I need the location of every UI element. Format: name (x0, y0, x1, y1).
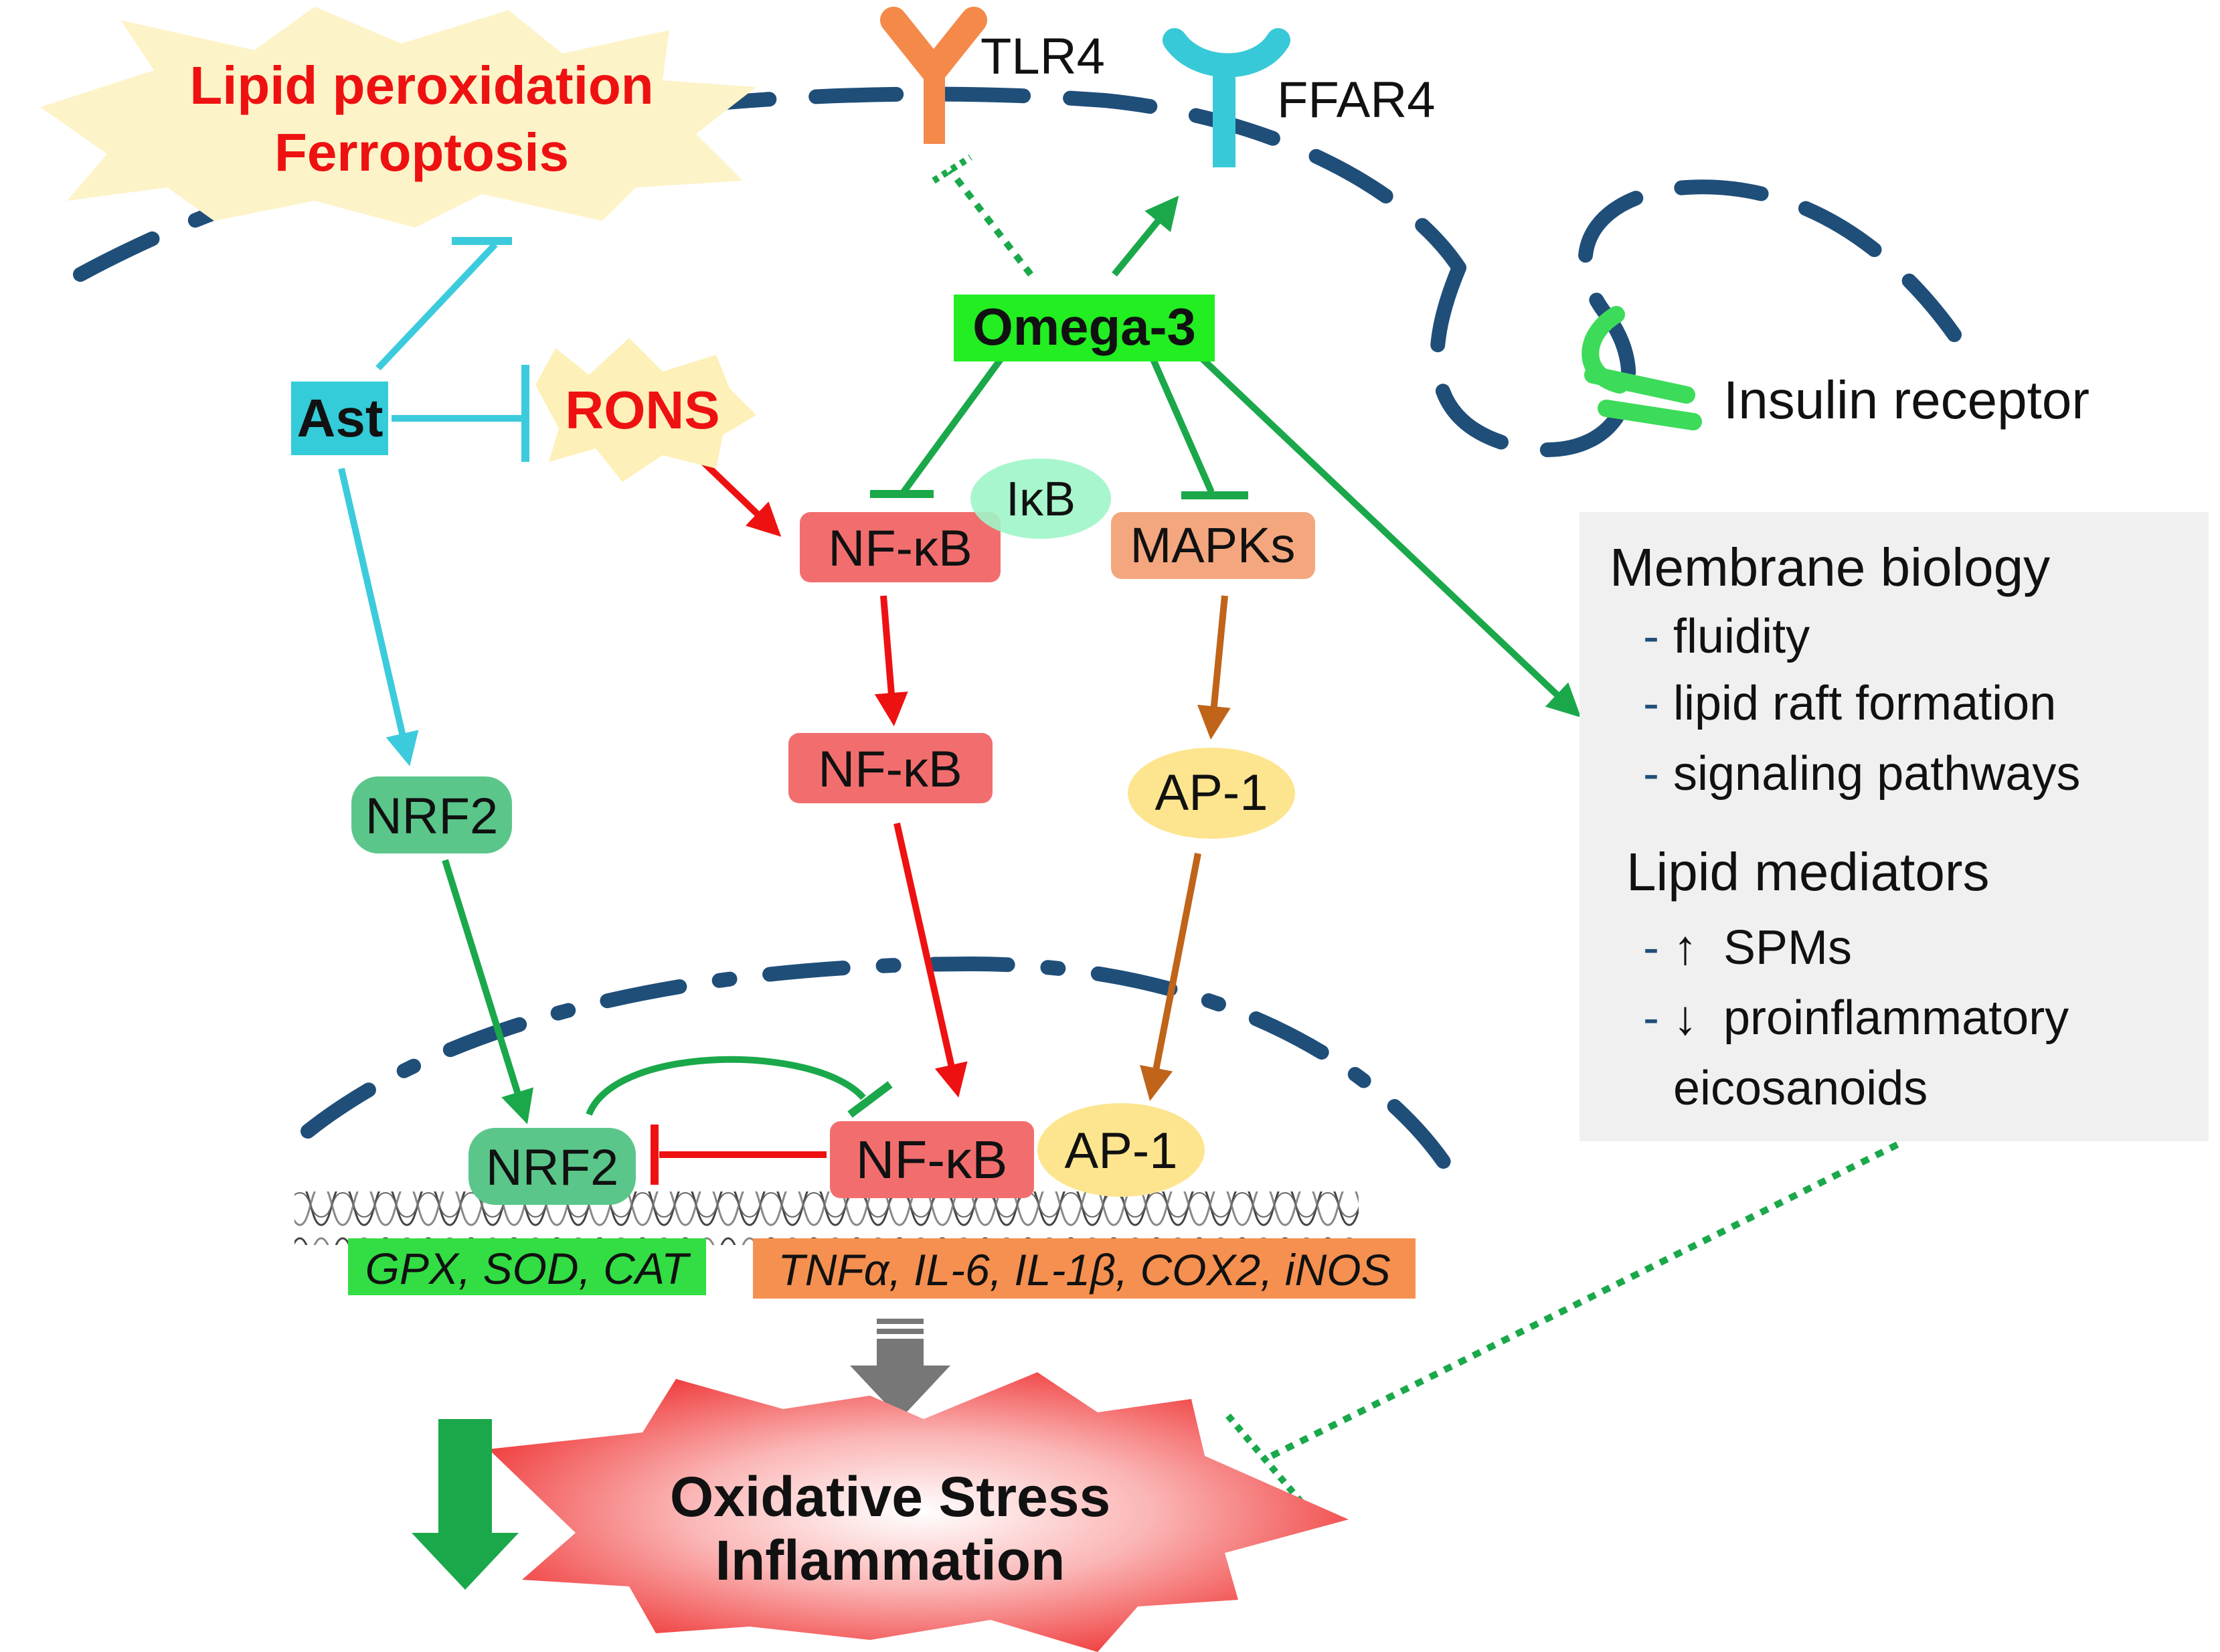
nrf2-nfkb-inhibit-bar (847, 1081, 893, 1118)
panel-list-membrane: - fluidity - lipid raft formation - sign… (1643, 610, 2080, 801)
panel-bullet: - (1643, 677, 1659, 730)
ffar4-label: FFAR4 (1277, 72, 1436, 129)
lipid-peroxidation-burst (40, 7, 756, 228)
ast-nrf2-arrow (338, 467, 419, 766)
nfkb-nuclear-label: NF-κB (856, 1130, 1008, 1189)
panel-bullet: - (1643, 610, 1659, 663)
panel-bullet: - (1643, 921, 1659, 975)
ap1-nuclear-ellipse (1037, 1103, 1205, 1197)
gene-to-outcome-arrow-icon (850, 1319, 950, 1419)
antioxidant-genes-box (348, 1238, 706, 1295)
panel-outcome-dotted-inhibit (1270, 1141, 1899, 1459)
nuclear-membrane (301, 956, 1453, 1172)
nrf2-cytoplasm-box (351, 776, 512, 853)
outcome-burst (489, 1372, 1349, 1652)
mapks-ap1-arrow (1197, 595, 1231, 740)
rons-burst (535, 338, 756, 482)
membrane-biology-panel (1579, 512, 2209, 1141)
inflammatory-genes-box (753, 1238, 1416, 1299)
panel-bullet: - (1643, 747, 1659, 801)
banner-line2: Ferroptosis (274, 122, 569, 182)
ikb-ellipse (970, 459, 1111, 539)
rons-nfkb-arrow (693, 452, 782, 537)
nfkb-translocated-label: NF-κB (818, 741, 962, 798)
omega3-ffar4-arrow (1112, 195, 1179, 277)
omega3-box (954, 295, 1215, 361)
panel-item-signaling: signaling pathways (1673, 747, 2080, 801)
panel-list-mediators: - ↑ SPMs - ↓ proinflammatory eicosanoids (1643, 921, 2069, 1115)
omega3-nfkb-inhibit (900, 353, 1007, 494)
banner-line1: Lipid peroxidation (189, 56, 653, 115)
nfkb-cytoplasm-box (800, 512, 1001, 582)
ast-box (291, 382, 388, 455)
ffar4-receptor-icon (1163, 28, 1290, 167)
ast-lipid-inhibit (375, 242, 498, 371)
panel-item-fluidity: fluidity (1673, 610, 1810, 663)
panel-bullet: - (1643, 991, 1659, 1045)
outcome-line2: Inflammation (715, 1529, 1065, 1592)
nrf2-cytoplasm-label: NRF2 (365, 788, 498, 845)
tlr4-label: TLR4 (980, 28, 1105, 85)
panel-outcome-dotted-bar (1225, 1413, 1304, 1505)
panel-heading-lipid-mediators: Lipid mediators (1626, 842, 1990, 902)
inflammatory-genes-label: TNFα, IL-6, IL-1β, COX2, iNOS (778, 1245, 1390, 1295)
nrf2-nuclear-label: NRF2 (486, 1139, 618, 1196)
ikb-label: IκB (1006, 473, 1076, 526)
tlr4-receptor-icon (880, 7, 987, 144)
nfkb-nuclear-arrow (893, 822, 968, 1098)
ap1-nuclear-arrow (1140, 853, 1201, 1101)
insulin-receptor-label: Insulin receptor (1723, 370, 2089, 430)
omega3-label: Omega-3 (972, 297, 1196, 356)
nfkb-nuclear-box (830, 1121, 1034, 1198)
antioxidant-genes-label: GPX, SOD, CAT (365, 1244, 692, 1293)
insulin-receptor-icon (1582, 306, 1702, 430)
omega3-tlr4-bar (932, 154, 972, 184)
omega3-panel-arrow (1195, 352, 1582, 718)
down-arrow-icon: ↓ (1673, 991, 1697, 1045)
nfkb-translocation-arrow (874, 595, 908, 726)
mapks-box (1111, 512, 1315, 579)
panel-item-lipid-raft: lipid raft formation (1673, 677, 2056, 730)
panel-item-spms: SPMs (1723, 921, 1852, 975)
up-arrow-icon: ↑ (1673, 921, 1697, 975)
panel-item-eicosanoids: eicosanoids (1673, 1062, 1928, 1115)
nfkb-cytoplasm-label: NF-κB (828, 520, 972, 577)
nfkb-translocated-box (788, 733, 993, 803)
panel-heading-membrane: Membrane biology (1610, 538, 2050, 597)
mapks-label: MAPKs (1130, 517, 1296, 573)
nrf2-nfkb-inhibit (586, 1056, 866, 1116)
dna-helix (294, 1191, 1359, 1245)
rons-label: RONS (565, 380, 719, 440)
nrf2-nuclear-arrow (442, 859, 533, 1125)
ap1-nuclear-label: AP-1 (1065, 1123, 1178, 1179)
ap1-cytoplasm-ellipse (1128, 748, 1295, 839)
omega3-mapks-inhibit (1148, 353, 1215, 494)
panel-item-proinflammatory: proinflammatory (1723, 991, 2069, 1045)
ap1-cytoplasm-label: AP-1 (1155, 764, 1268, 821)
outcome-line1: Oxidative Stress (670, 1465, 1110, 1528)
omega3-tlr4-dotted-link (948, 168, 1033, 277)
nrf2-nuclear-box (468, 1128, 636, 1205)
reduction-down-arrow-icon (412, 1419, 519, 1590)
ast-label: Ast (297, 388, 383, 448)
